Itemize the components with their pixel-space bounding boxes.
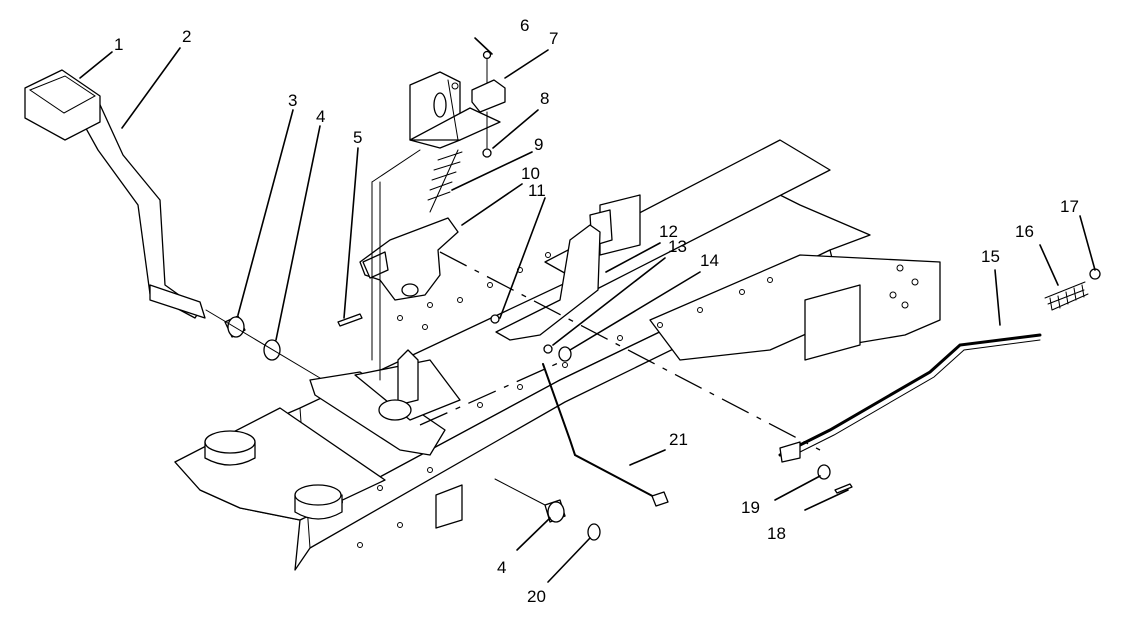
assembly-lines (205, 149, 821, 506)
leader-lines (79, 37, 1096, 583)
callout-21: 21 (669, 430, 688, 449)
lever-10 (359, 217, 459, 301)
pedal-bracket-12 (495, 224, 601, 341)
nut-8 (482, 111, 492, 158)
spring-16 (1044, 281, 1089, 311)
callout-labels: 1 2 3 4 5 6 7 8 9 10 11 12 13 14 15 16 1… (114, 16, 1079, 606)
pin-5 (337, 313, 363, 327)
bushing-14 (558, 346, 572, 362)
callout-19: 19 (741, 498, 760, 517)
rubber-mount-left (204, 430, 256, 466)
callout-11: 11 (528, 181, 546, 200)
frame-assembly (174, 139, 941, 571)
callout-4-lower: 4 (497, 558, 506, 577)
callout-3: 3 (288, 91, 297, 110)
pedal-arm (67, 95, 206, 319)
rod-21 (542, 363, 669, 507)
washer-20 (587, 523, 601, 541)
cotter-pin-18 (834, 483, 853, 494)
bushing-3 (224, 315, 246, 338)
brake-rod-15 (778, 333, 1042, 463)
bushing-4-lower (544, 499, 566, 523)
callout-17: 17 (1060, 197, 1079, 216)
callout-1: 1 (114, 35, 123, 54)
callout-13: 13 (668, 237, 687, 256)
callout-5: 5 (353, 128, 362, 147)
callout-12: 12 (659, 222, 678, 241)
screw-6 (482, 50, 492, 85)
bolt-11 (490, 314, 500, 324)
callout-10: 10 (521, 164, 540, 183)
bushing-4-upper (263, 339, 281, 361)
spring-9 (427, 79, 463, 213)
pedal-pad (24, 69, 101, 141)
callout-18: 18 (767, 524, 786, 543)
callout-14: 14 (700, 251, 719, 270)
callout-2: 2 (182, 27, 191, 46)
callout-15: 15 (981, 247, 1000, 266)
callout-7: 7 (549, 29, 558, 48)
washer-13 (543, 344, 553, 354)
bracket-7 (471, 79, 506, 113)
callout-16: 16 (1015, 222, 1034, 241)
callout-20: 20 (527, 587, 546, 606)
callout-9: 9 (534, 135, 543, 154)
rubber-mount-right (294, 484, 343, 520)
callout-4-upper: 4 (316, 107, 325, 126)
washer-19 (817, 464, 831, 480)
callout-8: 8 (540, 89, 549, 108)
callout-6: 6 (520, 16, 529, 35)
